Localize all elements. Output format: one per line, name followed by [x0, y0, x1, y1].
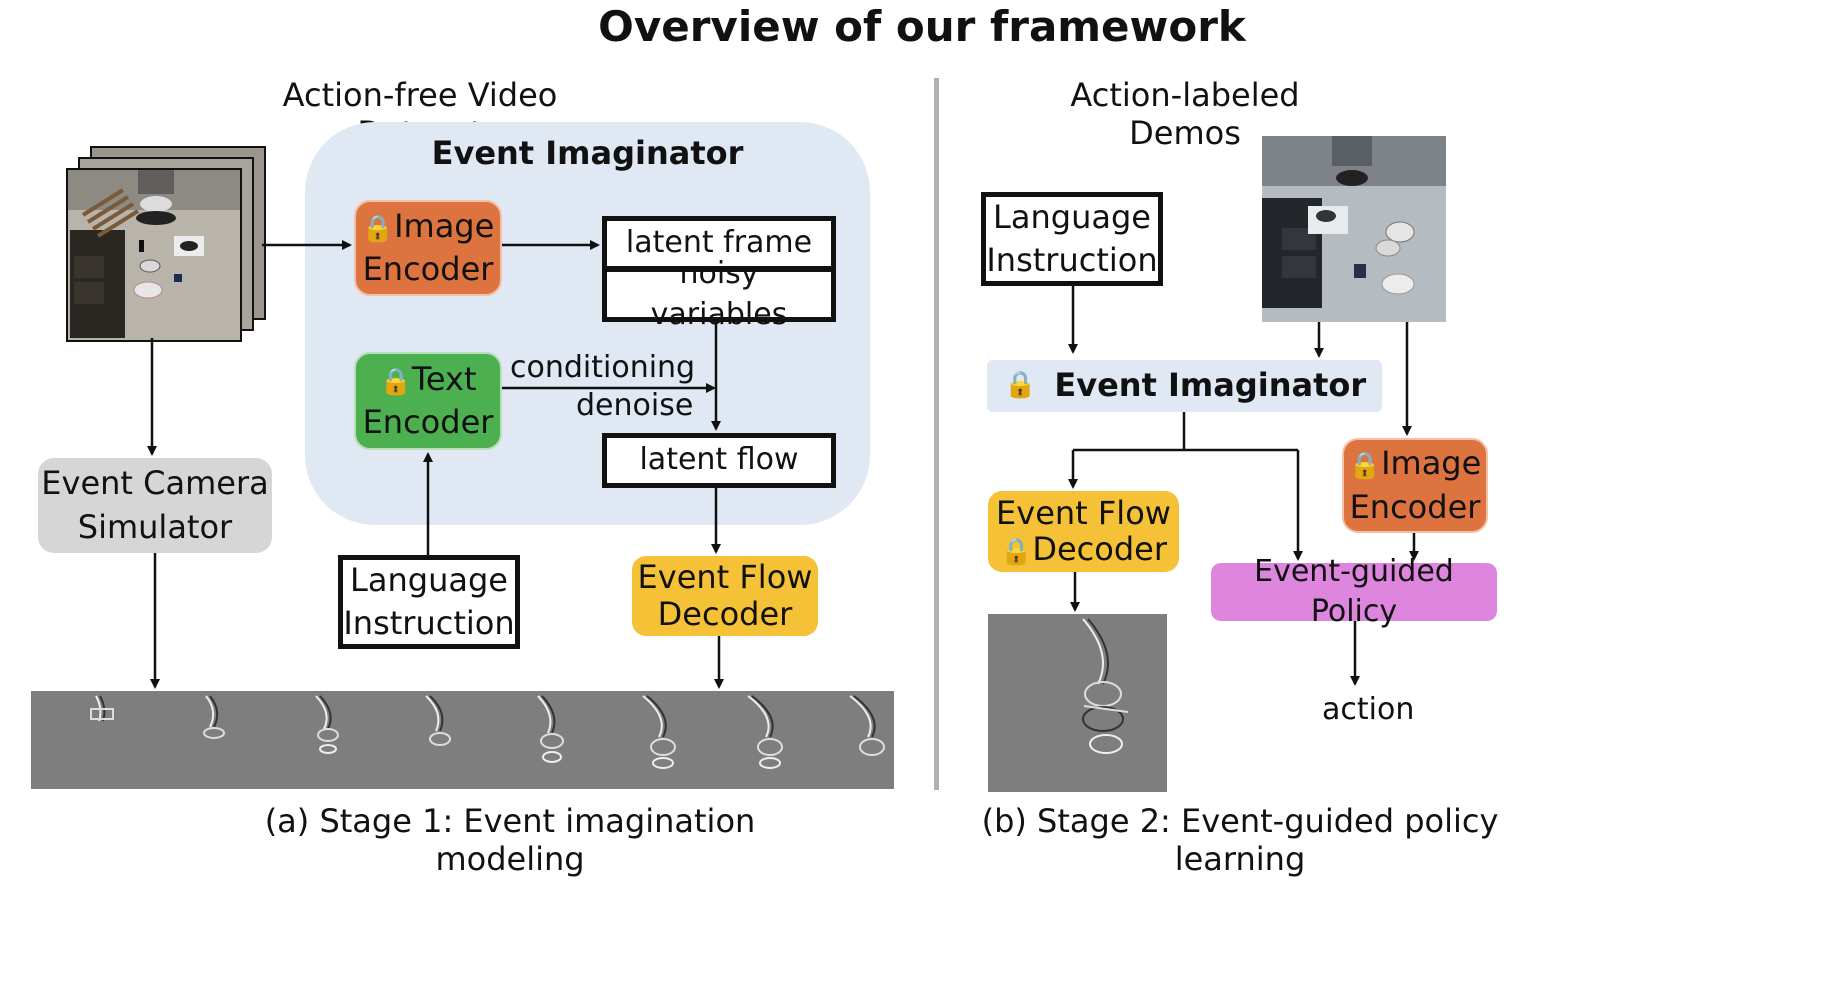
text-encoder-box: 🔒Text Encoder	[354, 352, 502, 450]
right-event-imaginator-label: Event Imaginator	[1054, 366, 1367, 405]
event-camera-simulator-box: Event Camera Simulator	[38, 458, 272, 553]
demo-scene-image	[1262, 136, 1446, 322]
event-frames-image	[90, 695, 885, 769]
conditioning-label: conditioning	[510, 350, 696, 385]
event-camera-simulator-line1: Event Camera	[41, 464, 269, 503]
text-encoder-label-line1: Text	[411, 359, 477, 398]
event-output-svg	[1082, 618, 1129, 754]
lock-icon: 🔒	[1348, 451, 1382, 482]
event-flow-decoder-line1: Event Flow	[637, 558, 813, 597]
event-camera-simulator-line2: Simulator	[77, 507, 233, 546]
figure-title: Overview of our framework	[598, 2, 1246, 51]
event-frames-strip	[31, 691, 894, 789]
right-event-flow-decoder-line2: Decoder	[1032, 530, 1167, 569]
lock-icon: 🔒	[361, 213, 395, 244]
event-imaginator-title: Event Imaginator	[431, 134, 744, 173]
latent-flow-box: latent flow	[602, 433, 836, 488]
language-instruction-line1: Language	[350, 560, 508, 599]
lock-icon: 🔒	[1004, 370, 1037, 401]
noisy-variables-box: noisy variables	[602, 256, 836, 332]
event-guided-policy-box: Event-guided Policy	[1211, 554, 1497, 629]
denoise-label: denoise	[576, 388, 694, 423]
image-encoder-box: 🔒Image Encoder	[354, 200, 502, 296]
right-image-encoder-box: 🔒Image Encoder	[1342, 438, 1488, 533]
event-flow-decoder-box: Event Flow Decoder	[632, 556, 818, 636]
image-encoder-label-line2: Encoder	[362, 250, 494, 288]
panel-divider	[934, 78, 939, 790]
text-encoder-label-line2: Encoder	[362, 403, 494, 441]
action-label: action	[1322, 692, 1415, 727]
language-instruction-line2: Instruction	[343, 604, 515, 642]
right-panel-heading: Action-labeled Demos	[1070, 76, 1300, 152]
right-caption: (b) Stage 2: Event-guided policy learnin…	[981, 802, 1499, 878]
event-output-image	[988, 614, 1167, 792]
demo-scene-svg	[1262, 136, 1446, 322]
right-image-encoder-line2: Encoder	[1349, 487, 1481, 526]
right-event-imaginator-box	[987, 360, 1382, 412]
lock-icon: 🔒	[379, 366, 412, 397]
right-event-flow-decoder-box: Event Flow 🔒Decoder	[988, 491, 1179, 572]
right-event-flow-decoder-line1: Event Flow	[996, 493, 1171, 532]
right-event-imaginator-label-wrap: 🔒 Event Imaginator	[1000, 360, 1380, 412]
lock-icon: 🔒	[999, 537, 1033, 568]
event-flow-decoder-line2: Decoder	[657, 595, 793, 633]
robot-scene-image	[68, 170, 240, 340]
video-frame-front	[66, 168, 242, 342]
image-encoder-label-line1: Image	[394, 206, 495, 245]
right-image-encoder-line1: Image	[1381, 444, 1482, 483]
language-instruction-box: Language Instruction	[338, 555, 520, 649]
right-language-instruction-box: Language Instruction	[981, 192, 1163, 286]
right-language-instruction-line2: Instruction	[986, 241, 1158, 279]
right-language-instruction-line1: Language	[993, 197, 1151, 236]
left-caption: (a) Stage 1: Event imagination modeling	[264, 802, 756, 878]
